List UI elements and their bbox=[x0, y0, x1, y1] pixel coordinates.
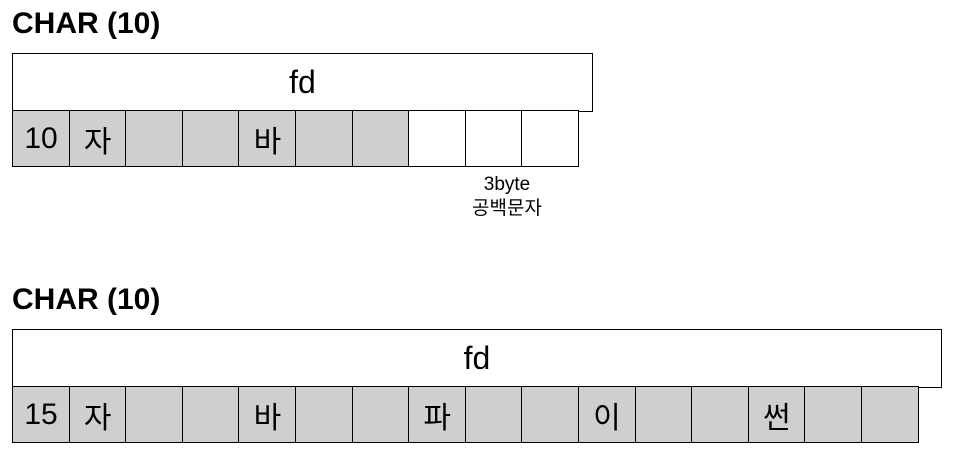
byte-cell: 이 bbox=[577, 386, 637, 443]
diagram2-field-header: fd bbox=[12, 329, 942, 388]
byte-cell: 바 bbox=[238, 386, 297, 443]
byte-cell bbox=[464, 110, 523, 167]
byte-cell bbox=[521, 386, 580, 443]
byte-cell bbox=[181, 386, 240, 443]
padding-annotation-size: 3byte bbox=[483, 174, 531, 195]
byte-cell bbox=[294, 110, 354, 167]
byte-cell bbox=[860, 386, 919, 443]
byte-cell: 썬 bbox=[747, 386, 806, 443]
byte-cell bbox=[125, 110, 184, 167]
byte-cell bbox=[294, 386, 354, 443]
byte-cell: 자 bbox=[68, 110, 127, 167]
byte-cell bbox=[464, 386, 523, 443]
byte-cell: 10 bbox=[12, 110, 71, 167]
diagram2-title: CHAR (10) bbox=[12, 283, 161, 316]
byte-cell bbox=[351, 110, 410, 167]
padding-annotation: 3byte 공백문자 bbox=[448, 173, 566, 221]
padding-annotation-label: 공백문자 bbox=[472, 198, 542, 219]
byte-cell: 15 bbox=[12, 386, 71, 443]
diagram1-title: CHAR (10) bbox=[12, 7, 161, 40]
byte-cell bbox=[804, 386, 863, 443]
byte-cell bbox=[125, 386, 184, 443]
diagram1-field-header: fd bbox=[12, 53, 593, 112]
diagram1-field-name: fd bbox=[289, 64, 316, 100]
byte-cell bbox=[521, 110, 580, 167]
byte-cell bbox=[408, 110, 467, 167]
byte-cell: 파 bbox=[408, 386, 467, 443]
byte-cell bbox=[351, 386, 410, 443]
byte-cell bbox=[181, 110, 240, 167]
byte-cell bbox=[634, 386, 693, 443]
diagram2-field-name: fd bbox=[463, 340, 491, 376]
byte-cell: 바 bbox=[238, 110, 297, 167]
byte-cell bbox=[691, 386, 750, 443]
byte-cell: 자 bbox=[68, 386, 127, 443]
